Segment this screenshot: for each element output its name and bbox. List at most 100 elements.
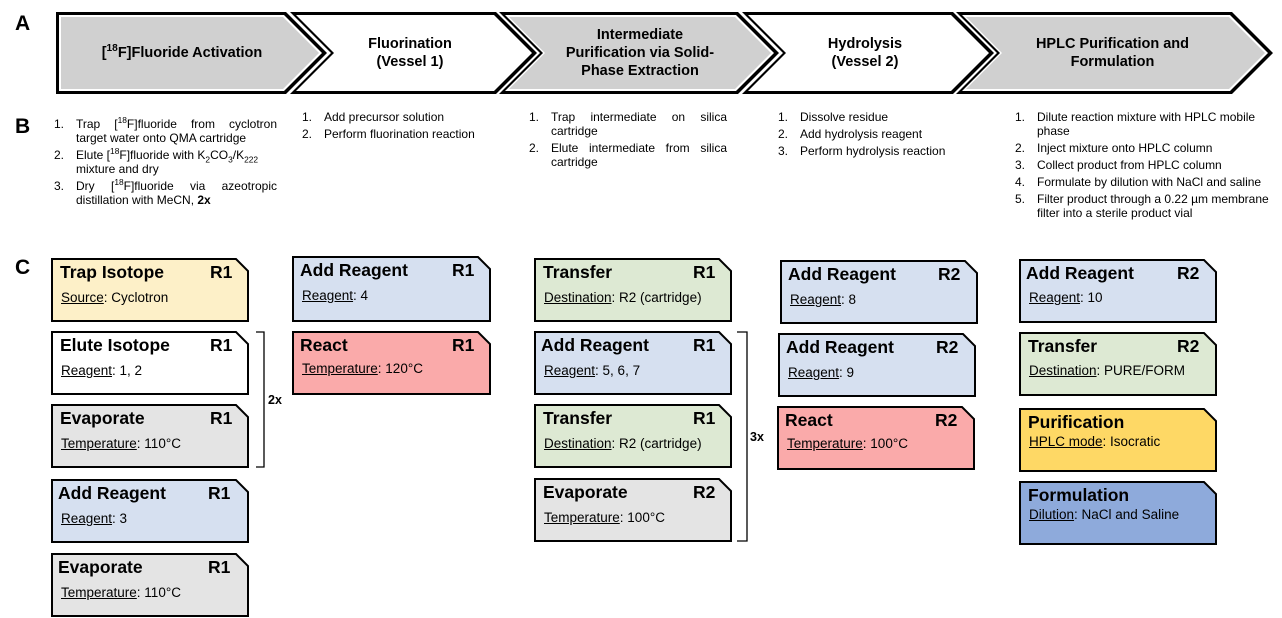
card-add-reagent: Add Reagent R1 Reagent: 5, 6, 7 [534,331,732,395]
reactor-label: R1 [693,335,716,355]
chevron-shape-fluorination [290,12,537,94]
steps-hplc: 1.Dilute reaction mixture with HPLC mobi… [1013,110,1278,223]
card-add-reagent: Add Reagent R2 Reagent: 8 [780,260,978,324]
card-title: Evaporate [58,557,143,577]
card-title: Evaporate [543,482,628,502]
card-parameter: HPLC mode: Isocratic [1029,434,1161,449]
card-add-reagent: Add Reagent R1 Reagent: 3 [51,479,249,543]
card-react: React R2 Temperature: 100°C [777,406,975,470]
card-parameter: Reagent: 1, 2 [61,363,143,378]
card-transfer: Transfer R1 Destination: R2 (cartridge) [534,404,732,468]
reactor-label: R1 [210,262,233,282]
card-title: Trap Isotope [60,262,165,282]
card-add-reagent: Add Reagent R1 Reagent: 4 [292,256,491,322]
card-title: React [300,335,348,355]
list-item: 1.Add precursor solution [302,110,445,124]
list-item: 1.Trap [18F]fluoride from cyclotron targ… [54,115,277,145]
reactor-label: R1 [693,262,716,282]
card-transfer: Transfer R1 Destination: R2 (cartridge) [534,258,732,322]
card-parameter: Source: Cyclotron [61,290,169,305]
card-add-reagent: Add Reagent R2 Reagent: 9 [778,333,976,397]
repeat-bracket-3x [737,331,748,542]
list-item: 2.Inject mixture onto HPLC column [1015,141,1213,155]
card-parameter: Temperature: 110°C [61,436,181,451]
list-item: 2.Add hydrolysis reagent [778,127,923,141]
card-evaporate: Evaporate R1 Temperature: 110°C [51,404,249,468]
card-title: Elute Isotope [60,335,170,355]
card-evaporate: Evaporate R2 Temperature: 100°C [534,478,732,542]
reactor-label: R1 [208,483,231,503]
section-label-a: A [15,12,31,35]
stage-fluorination: Fluorination(Vessel 1) [368,36,452,70]
reactor-label: R2 [1177,263,1200,283]
card-title: Purification [1028,412,1125,432]
stage-activation: [18F]Fluoride Activation [101,43,263,61]
card-parameter: Destination: R2 (cartridge) [544,436,702,451]
list-item: 3.Collect product from HPLC column [1015,158,1222,172]
reactor-label: R1 [208,557,231,577]
list-item: 3.Dry [18F]fluoride via azeotropic disti… [54,177,277,207]
card-parameter: Dilution: NaCl and Saline [1029,507,1180,522]
list-item: 1.Dissolve residue [778,110,889,124]
card-title: Transfer [543,262,613,282]
section-label-b: B [15,115,31,138]
card-parameter: Destination: PURE/FORM [1029,363,1186,378]
reactor-label: R2 [935,410,958,430]
reactor-label: R2 [1177,336,1200,356]
card-parameter: Temperature: 100°C [544,510,665,525]
process-chevron-flow [56,12,1273,94]
stage-hydrolysis: Hydrolysis(Vessel 2) [827,36,903,70]
card-parameter: Reagent: 10 [1029,290,1103,305]
repeat-count-label: 2x [268,393,282,407]
card-title: Add Reagent [1026,263,1134,283]
chevron-shape-hydrolysis [742,12,994,94]
card-purification: Purification HPLC mode: Isocratic [1019,408,1217,472]
card-parameter: Temperature: 100°C [787,436,908,451]
reactor-label: R1 [452,335,475,355]
chevron-shape-hplc [956,12,1273,94]
card-parameter: Temperature: 120°C [302,361,423,376]
card-trap-isotope: Trap Isotope R1 Source: Cyclotron [51,258,249,322]
card-title: Add Reagent [541,335,649,355]
list-item: 2.Perform fluorination reaction [302,127,475,141]
repeat-count-label: 3x [750,430,764,444]
card-parameter: Reagent: 9 [788,365,855,380]
list-item: 1.Trap intermediate on silica cartridge [529,110,727,138]
card-parameter: Temperature: 110°C [61,585,181,600]
steps-hydrolysis: 1.Dissolve residue 2.Add hydrolysis reag… [776,110,986,161]
repeat-bracket-2x [256,331,265,468]
card-evaporate: Evaporate R1 Temperature: 110°C [51,553,249,617]
card-title: Formulation [1028,485,1130,505]
chevron-shape-spe [499,12,779,94]
reactor-label: R2 [936,337,959,357]
card-parameter: Reagent: 4 [302,288,369,303]
card-title: Transfer [543,408,613,428]
reactor-label: R1 [210,408,233,428]
card-parameter: Reagent: 8 [790,292,857,307]
card-parameter: Reagent: 3 [61,511,128,526]
list-item: 2.Elute [18F]fluoride with K2CO3/K222 mi… [54,146,259,176]
card-title: Add Reagent [58,483,166,503]
list-item: 2.Elute intermediate from silica cartrid… [529,141,727,169]
reactor-label: R2 [938,264,961,284]
card-title: React [785,410,833,430]
steps-fluorination: 1.Add precursor solution 2.Perform fluor… [300,110,510,144]
list-item: 1.Dilute reaction mixture with HPLC mobi… [1015,110,1256,138]
card-parameter: Destination: R2 (cartridge) [544,290,702,305]
list-item: 3.Perform hydrolysis reaction [778,144,946,158]
list-item: 4.Formulate by dilution with NaCl and sa… [1015,175,1262,189]
chevron-shape-activation [56,12,327,94]
card-title: Evaporate [60,408,145,428]
section-label-c: C [15,256,31,279]
steps-activation: 1.Trap [18F]fluoride from cyclotron targ… [52,115,277,210]
reactor-label: R1 [693,408,716,428]
card-title: Transfer [1028,336,1098,356]
card-formulation: Formulation Dilution: NaCl and Saline [1019,481,1217,545]
card-elute-isotope: Elute Isotope R1 Reagent: 1, 2 [51,331,249,395]
card-react: React R1 Temperature: 120°C [292,331,491,395]
card-transfer: Transfer R2 Destination: PURE/FORM [1019,332,1217,396]
reactor-label: R2 [693,482,716,502]
card-title: Add Reagent [300,260,408,280]
list-item: 5.Filter product through a 0.22 µm membr… [1015,192,1269,220]
